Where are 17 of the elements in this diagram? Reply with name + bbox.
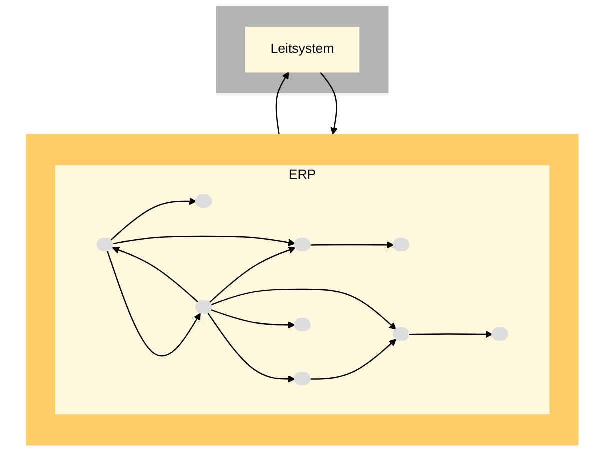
arrow	[409, 330, 493, 338]
arrow	[310, 242, 394, 249]
arrow	[112, 246, 200, 304]
arrow	[107, 251, 201, 357]
cluster	[26, 134, 579, 446]
arrow	[208, 312, 296, 383]
arrow	[320, 72, 338, 135]
arrow	[211, 310, 296, 329]
cluster: ERP	[55, 165, 550, 415]
arrow	[209, 246, 296, 304]
arrow	[110, 198, 197, 241]
node-box: Leitsystem	[245, 27, 360, 73]
arrow	[276, 72, 290, 135]
cluster	[216, 6, 389, 94]
arrow	[310, 339, 397, 380]
arrow	[113, 236, 296, 246]
arrow	[211, 288, 397, 330]
